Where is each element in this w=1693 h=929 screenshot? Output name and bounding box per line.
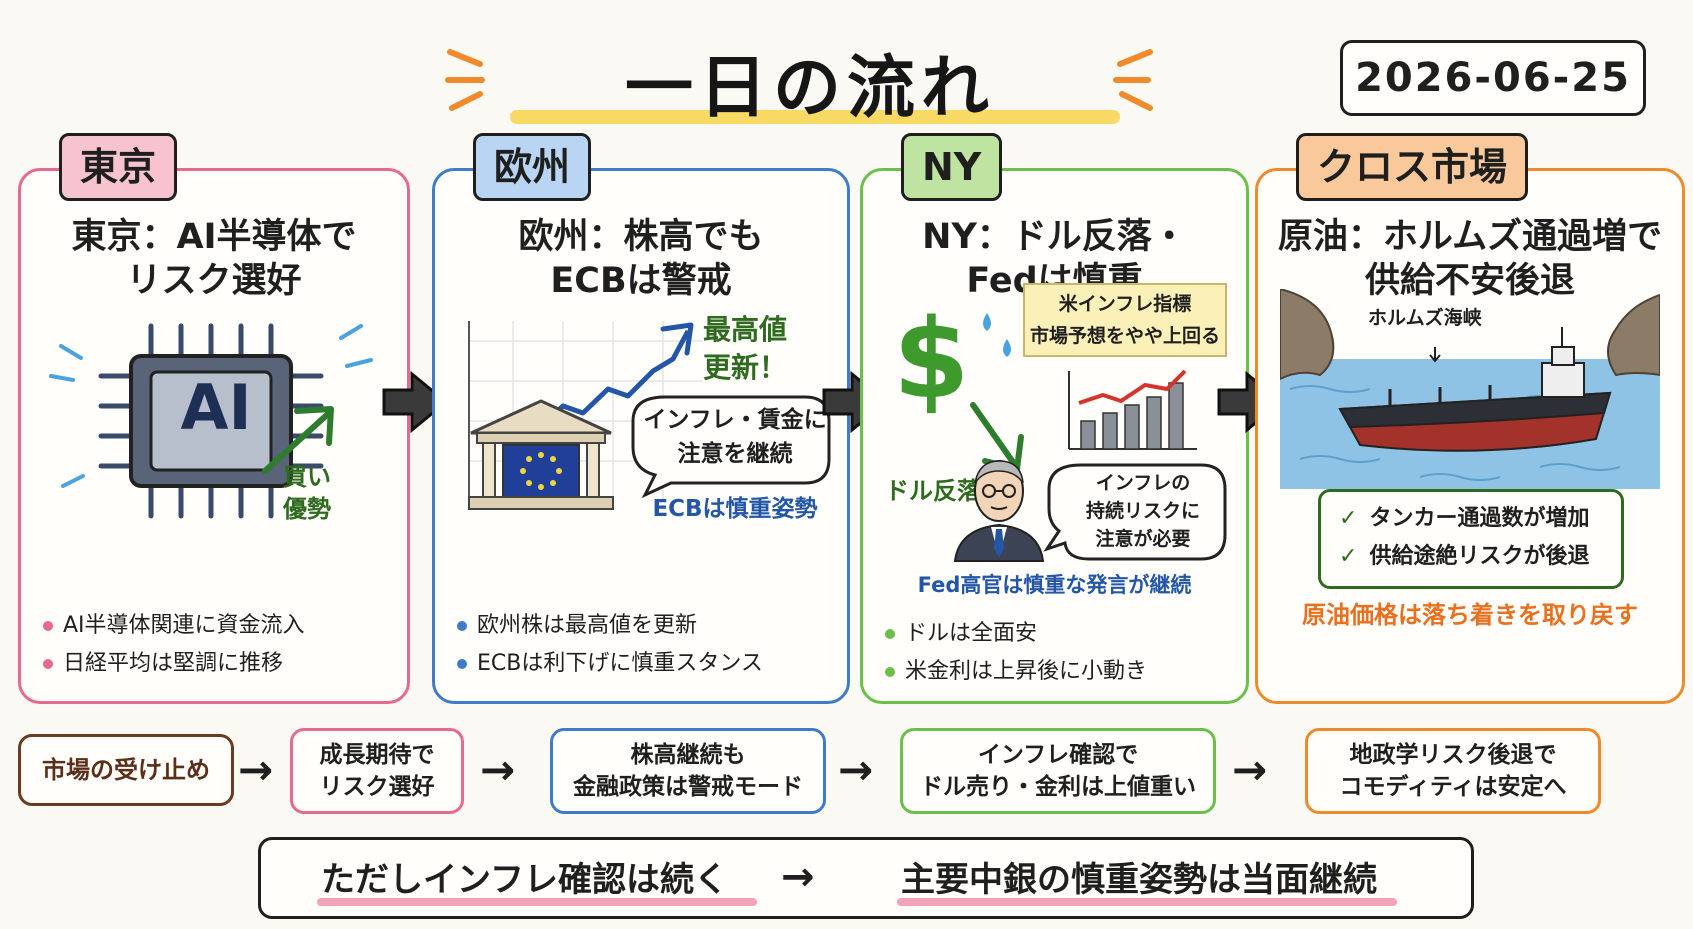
flow-box-europe: 株高継続も 金融政策は警戒モード [550, 728, 826, 814]
fed-caption: Fed高官は慎重な発言が継続 [917, 573, 1192, 597]
page-title: 一日の流れ [624, 49, 995, 128]
chip-label: AI [180, 371, 252, 444]
fed-bubble-line1: インフレの [1095, 472, 1191, 494]
title-area: 一日の流れ 2026-06-25 [0, 12, 1693, 128]
panel-tokyo: 東京 東京：AI半導体で リスク選好 AI 買い 優勢 AI半導体関連に資金流入… [18, 133, 410, 704]
summary-right: 主要中銀の慎重姿勢は当面継続 [901, 860, 1377, 900]
record-label: 最高値 更新！ [703, 311, 787, 387]
flow-label: 市場の受け止め [18, 734, 234, 806]
tag-cross-market: クロス市場 [1296, 133, 1529, 201]
summary-arrow-icon: → [781, 854, 815, 900]
flow-box-tokyo: 成長期待で リスク選好 [290, 728, 464, 814]
headline-tokyo: 東京：AI半導体で リスク選好 [21, 215, 407, 303]
headline-europe: 欧州：株高でも ECBは警戒 [435, 215, 847, 303]
title-highlight [510, 110, 1120, 124]
inflation-note: 米インフレ指標 市場予想をやや上回る [1023, 283, 1227, 357]
list-item: ドルは全面安 [885, 615, 1147, 653]
europe-bubble-line2: 注意を継続 [677, 441, 793, 467]
summary-bar: ただしインフレ確認は続く → 主要中銀の慎重姿勢は当面継続 [258, 837, 1474, 919]
fed-bubble-line3: 注意が必要 [1095, 528, 1191, 550]
flow-arrow-icon: → [480, 745, 516, 794]
europe-bubble-text: インフレ・賃金に 注意を継続 [640, 403, 830, 471]
panel-ny: NY NY：ドル反落・ Fedは慎重 $ ドル反落 米インフレ指標 市場予想をや… [860, 133, 1249, 704]
headline-europe-line2: ECBは警戒 [550, 261, 732, 301]
check-icon: ✓ [1339, 544, 1358, 569]
tanker-strait-icon [1280, 289, 1660, 489]
panel-europe: 欧州 欧州：株高でも ECBは警戒 最高値 更新！ インフレ・賃金に 注意を継続 [432, 133, 850, 704]
headline-europe-line1: 欧州：株高でも [518, 217, 764, 257]
highlight-right [897, 898, 1397, 906]
sparkle-left-icon [445, 49, 485, 111]
buy-label-line2: 優勢 [283, 495, 331, 523]
buy-label: 買い 優勢 [283, 461, 331, 525]
highlight-left [317, 898, 757, 906]
note-line2: 市場予想をやや上回る [1029, 325, 1220, 347]
ai-chip-icon [49, 323, 373, 519]
up-arrow-icon [262, 406, 334, 474]
check-icon: ✓ [1339, 506, 1358, 531]
fed-bubble-line2: 持続リスクに [1085, 500, 1200, 522]
fed-official-avatar [953, 460, 1045, 562]
bar-chart-icon [1068, 369, 1197, 450]
fed-bubble-text: インフレの 持続リスクに 注意が必要 [1063, 469, 1223, 553]
list-item: 米金利は上昇後に小動き [885, 653, 1147, 691]
check-item: ✓タンカー通過数が増加 [1339, 506, 1590, 531]
flow-arrow-icon: → [1232, 745, 1268, 794]
tag-europe: 欧州 [473, 133, 592, 201]
ecb-caption: ECBは慎重姿勢 [652, 496, 818, 522]
europe-bubble-line1: インフレ・賃金に [643, 407, 827, 433]
buy-label-line1: 買い [283, 463, 331, 491]
dollar-down-label: ドル反落 [885, 477, 981, 505]
list-item: 日経平均は堅調に推移 [43, 645, 305, 683]
tag-ny: NY [901, 133, 1003, 201]
note-line1: 米インフレ指標 [1058, 293, 1192, 315]
bullets-tokyo: AI半導体関連に資金流入 日経平均は堅調に推移 [43, 607, 305, 683]
strait-label: ホルムズ海峡 [1368, 307, 1482, 329]
headline-cross-line1: 原油：ホルムズ通過増で [1277, 217, 1663, 257]
sparkle-right-icon [1113, 49, 1153, 111]
panel-cross-market: クロス市場 原油：ホルムズ通過増で 供給不安後退 ホルムズ海峡 ✓タンカー通過数… [1255, 133, 1685, 704]
headline-cross: 原油：ホルムズ通過増で 供給不安後退 [1258, 215, 1682, 303]
sweat-drops-icon [983, 313, 1011, 357]
headline-tokyo-line2: リスク選好 [126, 261, 302, 301]
flow-arrow-icon: → [238, 745, 274, 794]
list-item: ECBは利下げに慎重スタンス [457, 645, 763, 683]
list-item: 欧州株は最高値を更新 [457, 607, 763, 645]
date-badge: 2026-06-25 [1340, 40, 1646, 116]
speech-bubble-icon [1043, 463, 1227, 561]
flow-arrow-icon: → [838, 745, 874, 794]
flow-box-cross: 地政学リスク後退で コモディティは安定へ [1305, 728, 1601, 814]
headline-ny-line1: NY：ドル反落・ [922, 217, 1187, 257]
bullets-europe: 欧州株は最高値を更新 ECBは利下げに慎重スタンス [457, 607, 763, 683]
dollar-icon: $ [893, 295, 970, 423]
headline-cross-line2: 供給不安後退 [1364, 261, 1575, 301]
ecb-building-icon [468, 399, 614, 510]
check-box: ✓タンカー通過数が増加 ✓供給途絶リスクが後退 [1318, 489, 1624, 589]
check-item: ✓供給途絶リスクが後退 [1339, 544, 1590, 569]
flow-arrow-icon [382, 370, 449, 434]
list-item: AI半導体関連に資金流入 [43, 607, 305, 645]
tag-tokyo: 東京 [59, 133, 178, 201]
record-label-line2: 更新！ [703, 351, 788, 384]
oil-caption: 原油価格は落ち着きを取り戻す [1302, 601, 1638, 629]
bullets-ny: ドルは全面安 米金利は上昇後に小動き [885, 615, 1147, 691]
summary-left: ただしインフレ確認は続く [321, 860, 728, 900]
headline-tokyo-line1: 東京：AI半導体で [71, 217, 357, 257]
record-label-line1: 最高値 [703, 313, 788, 346]
flow-box-ny: インフレ確認で ドル売り・金利は上値重い [900, 728, 1216, 814]
